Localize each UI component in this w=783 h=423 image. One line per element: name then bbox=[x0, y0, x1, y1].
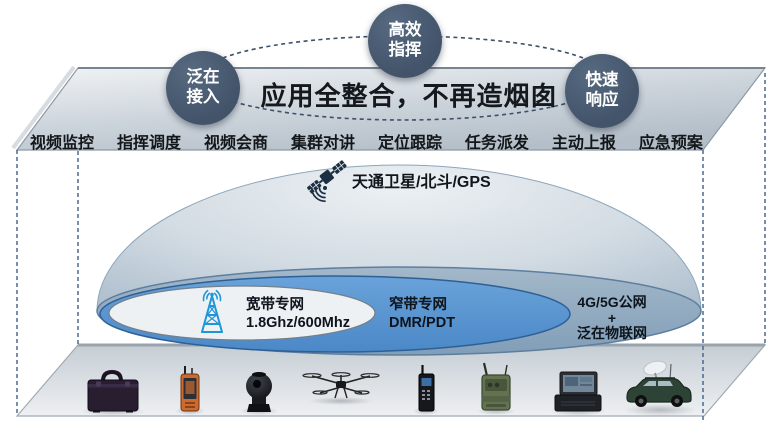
bubble-text-line: 高效 bbox=[388, 21, 422, 40]
public-network-line: 泛在物联网 bbox=[577, 325, 647, 341]
menu-item-group-talk: 集群对讲 bbox=[290, 135, 355, 152]
satcom-vehicle-icon bbox=[626, 360, 692, 407]
narrowband-network-label: 窄带专网 DMR/PDT bbox=[389, 296, 455, 332]
menu-item-active-report: 主动上报 bbox=[551, 135, 616, 152]
menu-item-video-conference: 视频会商 bbox=[203, 135, 268, 152]
application-menu: 视频监控 指挥调度 视频会商 集群对讲 定位跟踪 任务派发 主动上报 应急预案 bbox=[30, 129, 703, 153]
menu-item-video-surveillance: 视频监控 bbox=[30, 135, 95, 152]
main-slogan: 应用全整合，不再造烟囱 bbox=[260, 81, 558, 111]
manpack-radio-icon bbox=[481, 362, 511, 411]
menu-item-location-tracking: 定位跟踪 bbox=[377, 135, 442, 152]
top-face-bevel-edge bbox=[11, 65, 76, 150]
menu-item-emergency-plan: 应急预案 bbox=[638, 135, 703, 152]
menu-item-task-assignment: 任务派发 bbox=[464, 135, 529, 152]
antenna-icon bbox=[201, 289, 223, 333]
equipment-case-icon bbox=[87, 369, 139, 413]
broadband-name: 宽带专网 bbox=[246, 297, 304, 313]
broadband-ellipse bbox=[108, 285, 376, 341]
bubble-text-line: 泛在 bbox=[186, 68, 220, 87]
satellite-icon bbox=[307, 160, 347, 203]
ptz-camera-icon bbox=[246, 372, 272, 412]
narrowband-name: 窄带专网 bbox=[389, 297, 447, 313]
public-network-line: 4G/5G公网 bbox=[577, 294, 647, 310]
capability-bubble-efficient-command: 高效 指挥 bbox=[368, 4, 442, 78]
walkie-talkie-icon bbox=[418, 365, 435, 412]
uav-drone-icon bbox=[302, 372, 380, 399]
capability-bubble-ubiquitous-access: 泛在 接入 bbox=[166, 51, 240, 125]
bubble-text-line: 响应 bbox=[585, 91, 619, 109]
bubble-text-line: 接入 bbox=[186, 88, 220, 106]
capability-bubble-rapid-response: 快速 响应 bbox=[565, 54, 639, 128]
box-dashed-edges bbox=[16, 73, 766, 420]
rugged-handheld-icon bbox=[180, 366, 200, 412]
broadband-network-label: 宽带专网 1.8Ghz/600Mhz bbox=[246, 296, 350, 332]
satellite-label: 天通卫星/北斗/GPS bbox=[352, 174, 491, 191]
public-network-plus: + bbox=[607, 309, 617, 326]
bubble-text-line: 指挥 bbox=[388, 41, 422, 59]
portable-terminal-icon bbox=[554, 371, 602, 412]
public-network-label: 4G/5G公网 + 泛在物联网 bbox=[540, 294, 684, 342]
menu-item-command-dispatch: 指挥调度 bbox=[116, 135, 181, 152]
narrowband-detail: DMR/PDT bbox=[389, 315, 456, 331]
broadband-detail: 1.8Ghz/600Mhz bbox=[246, 315, 350, 331]
bubble-text-line: 快速 bbox=[585, 71, 619, 90]
